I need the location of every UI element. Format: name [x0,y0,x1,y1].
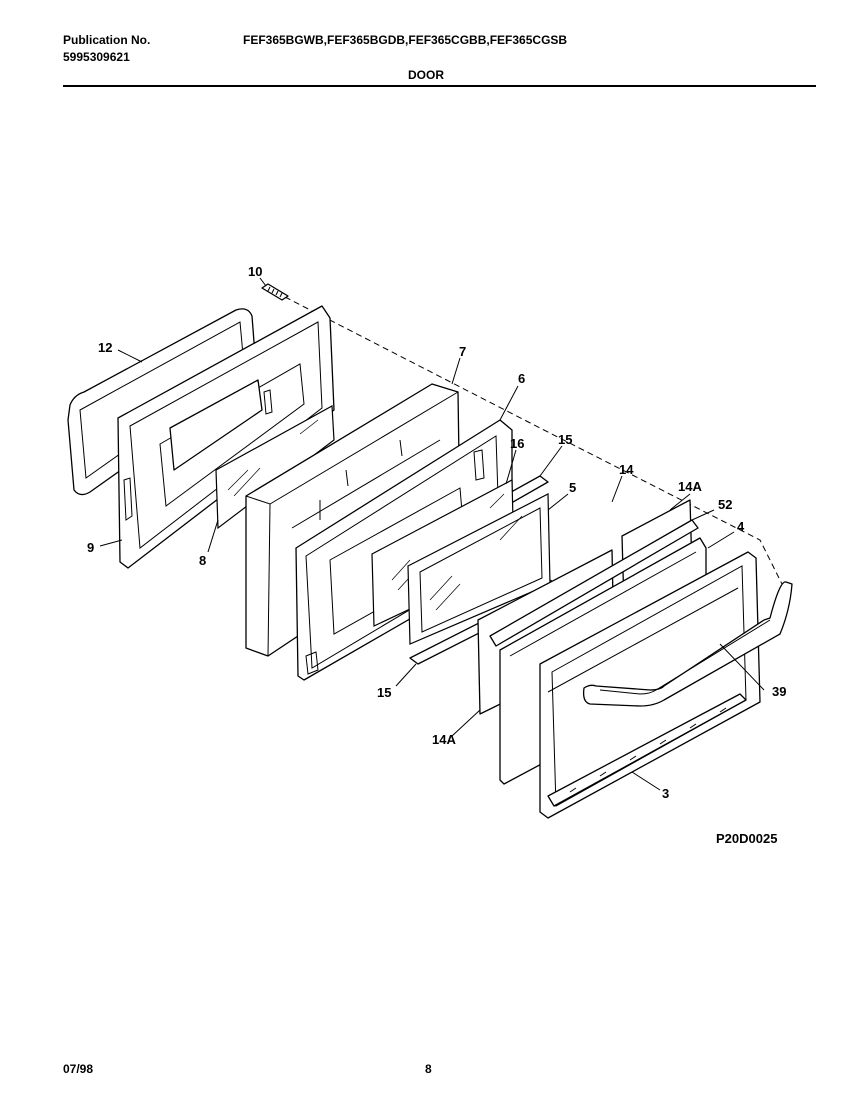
leader-lines [99,277,765,791]
part-39-door-handle [582,581,793,707]
footer-date: 07/98 [63,1062,94,1076]
callout-5: 5 [569,480,576,495]
publication-label: Publication No. [63,33,151,47]
callout-14a-lower: 14A [432,732,456,747]
drawing-number: P20D0025 [716,831,778,846]
part-10-screw [261,283,289,301]
callout-7: 7 [459,344,466,359]
callout-14a-upper: 14A [678,479,702,494]
callout-16: 16 [510,436,524,451]
callout-9: 9 [87,540,94,555]
section-title: DOOR [408,68,444,82]
callout-15-upper: 15 [558,432,572,447]
callout-3: 3 [662,786,669,801]
callout-15-lower: 15 [377,685,391,700]
part-4-outer-door-panel [539,551,761,819]
publication-number: 5995309621 [63,50,130,64]
callout-labels: 10 12 7 6 16 15 14 5 14A 52 4 9 8 39 15 … [87,264,786,801]
header-rule [63,85,816,87]
part-3-vent-trim [547,693,747,807]
callout-4: 4 [737,519,745,534]
callout-8: 8 [199,553,206,568]
callout-14: 14 [619,462,634,477]
model-numbers: FEF365BGWB,FEF365BGDB,FEF365CGBB,FEF365C… [243,33,568,47]
part-52-trim [489,519,699,647]
callout-39: 39 [772,684,786,699]
part-9-door-frame [117,305,335,569]
callout-52: 52 [718,497,732,512]
callout-10: 10 [248,264,262,279]
callout-6: 6 [518,371,525,386]
callout-12: 12 [98,340,112,355]
footer-page-number: 8 [425,1062,432,1076]
